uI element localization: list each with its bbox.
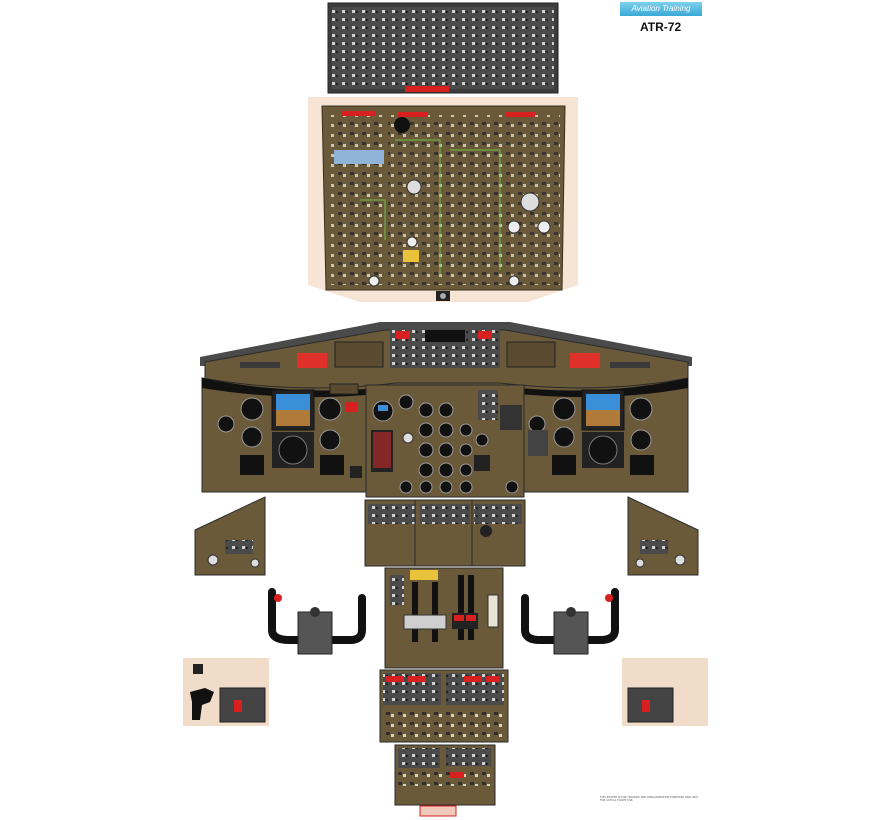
side-panels: [194, 496, 699, 576]
control-yoke-icon: [268, 588, 366, 655]
circuit-breaker-panel: [327, 2, 559, 94]
aircraft-model-title: ATR-72: [640, 20, 682, 34]
lower-side-panels: [183, 658, 708, 726]
pedestal-lower-panels: [379, 669, 509, 817]
control-yoke-icon: [521, 588, 619, 655]
brand-logo: Aviation Training Graphics: [620, 2, 702, 27]
copyright-footnote: THIS POSTER IS FOR TRAINING AND FAMILIAR…: [600, 796, 699, 802]
center-pedestal: [364, 499, 526, 567]
throttle-quadrant: [384, 567, 504, 669]
glareshield: [200, 322, 692, 399]
overhead-panel: [308, 97, 578, 302]
main-instrument-panel: [201, 377, 689, 498]
